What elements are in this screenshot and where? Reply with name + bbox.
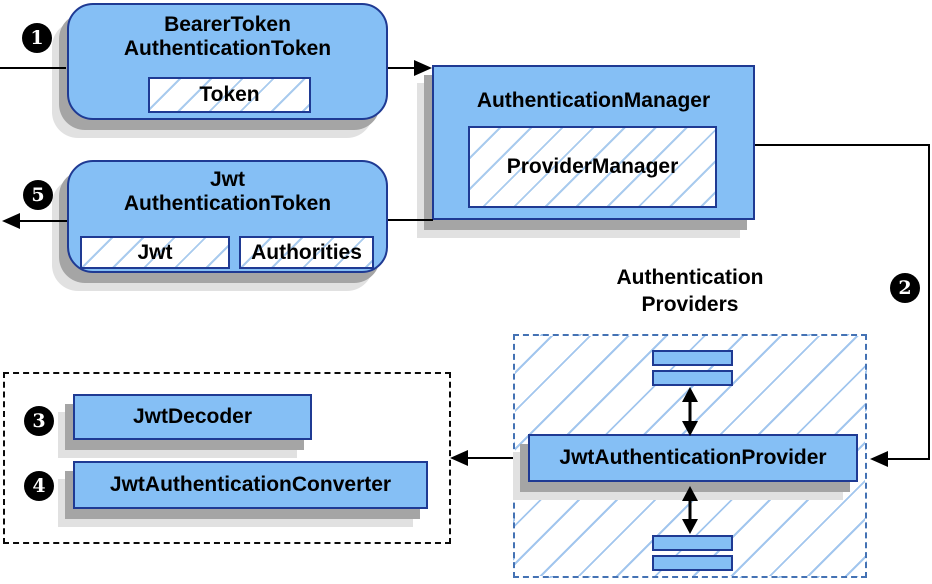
jwt-field: Jwt bbox=[80, 236, 230, 269]
provider-slot-bar bbox=[652, 535, 733, 551]
token-field: Token bbox=[148, 77, 311, 113]
jwt-authentication-token-node: Jwt AuthenticationToken Jwt Authorities bbox=[67, 160, 388, 273]
arrowhead-left-icon bbox=[2, 213, 20, 229]
jwt-decoder-node: JwtDecoder bbox=[73, 394, 312, 440]
jwt-token-title-line2: AuthenticationToken bbox=[123, 192, 332, 215]
bearer-token-authentication-token-node: BearerToken AuthenticationToken Token bbox=[67, 3, 388, 120]
bearer-token-title-line2: AuthenticationToken bbox=[123, 37, 332, 60]
provider-slot-bar bbox=[652, 350, 733, 366]
provider-manager-field: ProviderManager bbox=[468, 126, 717, 208]
step-5-badge: 5 bbox=[23, 180, 53, 210]
provider-slot-bar bbox=[652, 370, 733, 386]
provider-slot-bar bbox=[652, 555, 733, 571]
providers-heading-line1: Authentication bbox=[616, 266, 764, 289]
jwt-token-title-line1: Jwt bbox=[209, 168, 245, 191]
authentication-manager-title: AuthenticationManager bbox=[476, 89, 711, 112]
step-1-badge: 1 bbox=[22, 23, 52, 53]
step-2-badge: 2 bbox=[890, 273, 920, 303]
bearer-token-title-line1: BearerToken bbox=[164, 13, 291, 36]
step-3-badge: 3 bbox=[24, 406, 54, 436]
providers-heading-line2: Providers bbox=[641, 293, 739, 316]
authentication-providers-heading: Authentication Providers bbox=[570, 264, 810, 318]
jwt-authentication-converter-node: JwtAuthenticationConverter bbox=[73, 461, 428, 509]
jwt-authentication-provider-node: JwtAuthenticationProvider bbox=[528, 434, 858, 482]
authentication-manager-node: AuthenticationManager ProviderManager bbox=[432, 65, 755, 220]
arrowhead-left-icon bbox=[450, 450, 468, 466]
step-4-badge: 4 bbox=[24, 471, 54, 501]
authorities-field: Authorities bbox=[239, 236, 374, 269]
arrowhead-right-icon bbox=[414, 60, 432, 76]
arrowhead-left-icon bbox=[870, 451, 888, 467]
